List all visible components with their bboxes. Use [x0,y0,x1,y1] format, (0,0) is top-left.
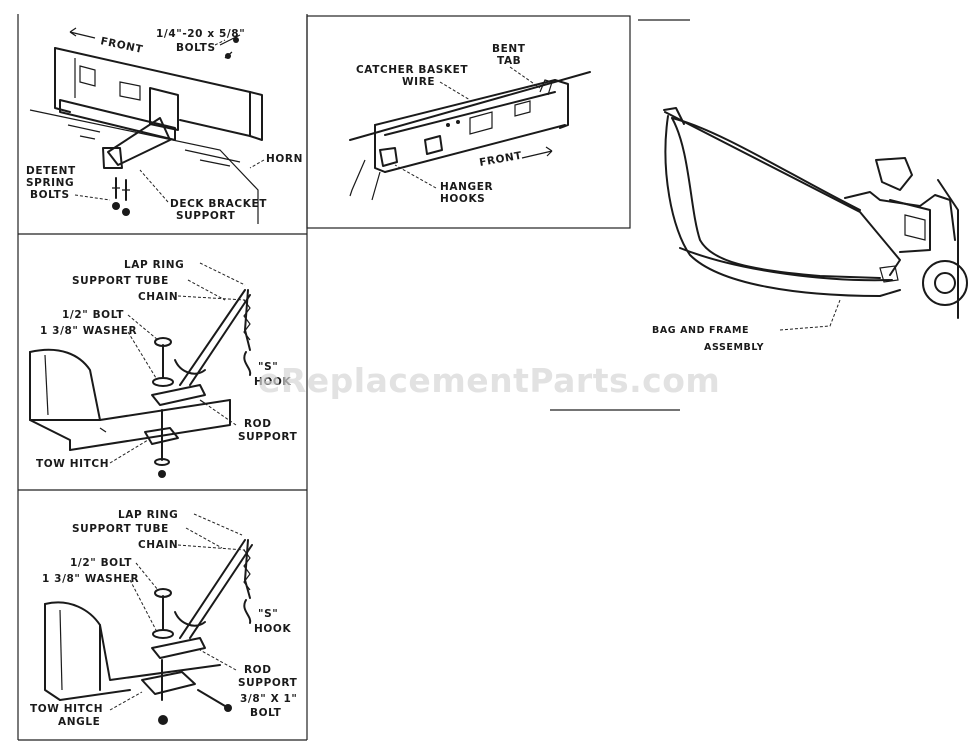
washer-label-b: 1 3/8" WASHER [42,573,139,585]
s-hook-label-a-1: "S" [258,361,278,373]
rod-support-label-b-1: ROD [244,664,272,676]
catcher-basket-wire-label-2: WIRE [402,76,435,88]
deck-bracket-support-label-1: DECK BRACKET [170,198,267,210]
rod-support-label-a-2: SUPPORT [238,431,298,443]
horn-label: HORN [266,153,303,165]
s-hook-label-b-2: HOOK [254,623,291,635]
panel-borders [17,14,690,741]
tow-hitch-label: TOW HITCH [36,458,109,470]
catcher-basket-wire-label-1: CATCHER BASKET [356,64,468,76]
support-tube-label-b: SUPPORT TUBE [72,523,169,535]
detent-spring-bolts-label-1: DETENT [26,165,76,177]
bolt-label-a: 1/2" BOLT [62,309,124,321]
detent-spring-bolts-label-2: SPRING [26,177,74,189]
bag-assembly-label-1: BAG AND FRAME [652,325,749,336]
lap-ring-label-a: LAP RING [124,259,184,271]
bolts-size-label: 1/4"-20 x 5/8" [156,28,245,40]
tow-hitch-angle-drawing [44,539,253,725]
support-tube-label-a: SUPPORT TUBE [72,275,169,287]
tow-hitch-angle-label-2: ANGLE [58,716,100,728]
s-hook-label-a-2: HOOK [254,376,291,388]
bent-tab-label-2: TAB [497,55,521,67]
bolts-label: BOLTS [176,42,216,54]
lap-ring-label-b: LAP RING [118,509,178,521]
rod-support-label-a-1: ROD [244,418,272,430]
hanger-hooks-label-2: HOOKS [440,193,485,205]
tow-hitch-angle-label-1: TOW HITCH [30,703,103,715]
deck-bracket-drawing [29,34,263,224]
catcher-front-label: FRONT [478,150,523,169]
deck-bracket-support-label-2: SUPPORT [176,210,236,222]
bolt-label-b: 1/2" BOLT [70,557,132,569]
bag-assembly-label-2: ASSEMBLY [704,342,764,353]
catcher-basket-drawing [349,71,591,201]
front-label: FRONT [99,35,144,56]
s-hook-label-b-1: "S" [258,608,278,620]
detent-spring-bolts-label-3: BOLTS [30,189,70,201]
small-bolt-label-2: BOLT [250,707,282,719]
small-bolt-label-1: 3/8" X 1" [240,693,298,705]
bag-frame-drawing [663,107,968,319]
bent-tab-label-1: BENT [492,43,526,55]
washer-label-a: 1 3/8" WASHER [40,325,137,337]
chain-label-b: CHAIN [138,539,178,551]
chain-label-a: CHAIN [138,291,178,303]
hanger-hooks-label-1: HANGER [440,181,493,193]
watermark: eReplacementParts.com [258,361,720,400]
rod-support-label-b-2: SUPPORT [238,677,298,689]
